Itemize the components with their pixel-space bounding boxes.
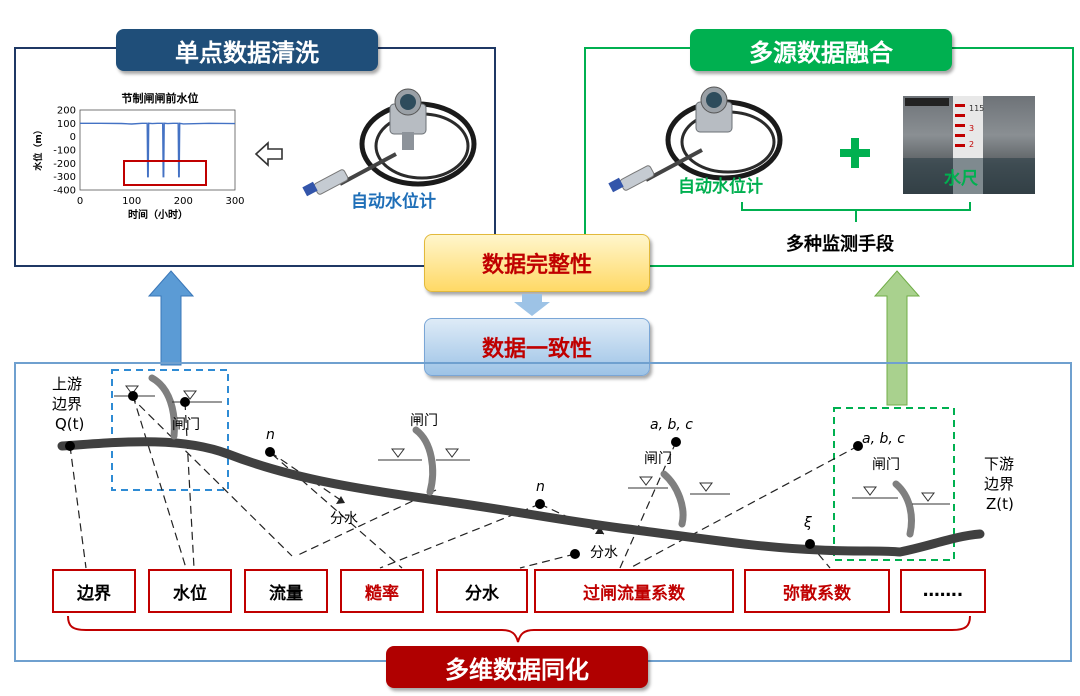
diversion-label-1: 分水 bbox=[330, 511, 358, 527]
category-ellipsis: ……. bbox=[900, 569, 986, 613]
assimilation-bracket bbox=[67, 615, 971, 643]
single-point-cleaning-title: 单点数据清洗 bbox=[116, 29, 378, 71]
gauge-number-3: 2 bbox=[969, 140, 975, 149]
monitoring-bracket bbox=[741, 202, 971, 222]
y-tick-label: -200 bbox=[53, 159, 76, 170]
river-channel bbox=[57, 437, 985, 557]
data-completeness-box: 数据完整性 bbox=[424, 234, 650, 292]
roughness-n-label-2: n bbox=[536, 479, 545, 495]
downstream-label-2: 边界 bbox=[984, 475, 1015, 493]
upstream-label-2: 边界 bbox=[52, 395, 83, 413]
gauge-number-2: 3 bbox=[969, 124, 975, 133]
downstream-label-3: Z(t) bbox=[986, 495, 1014, 513]
water-level-highlight-box bbox=[111, 369, 229, 491]
plot-frame bbox=[79, 109, 236, 191]
y-tick-label: 100 bbox=[57, 119, 76, 130]
y-tick-label: 0 bbox=[70, 132, 76, 143]
anomaly-highlight-box bbox=[123, 160, 207, 186]
category-dispersion-coefficient: 弥散系数 bbox=[744, 569, 890, 613]
gate-label-1: 闸门 bbox=[172, 417, 200, 433]
down-arrow-icon bbox=[514, 294, 550, 316]
gate-label-4: 闸门 bbox=[872, 457, 900, 473]
x-ticks: 0 100 200 300 bbox=[77, 196, 245, 207]
diversion-label-2: 分水 bbox=[590, 545, 618, 561]
abc-label-1: a, b, c bbox=[650, 417, 693, 433]
left-sensor-label: 自动水位计 bbox=[351, 192, 436, 212]
right-sensor-label: 自动水位计 bbox=[678, 177, 763, 197]
green-up-arrow-icon bbox=[874, 270, 920, 406]
gauge-number-1: 115 bbox=[969, 104, 985, 113]
category-gate-discharge-coefficient: 过闸流量系数 bbox=[534, 569, 734, 613]
y-tick-label: -100 bbox=[53, 146, 76, 157]
monitoring-methods-caption: 多种监测手段 bbox=[786, 234, 894, 255]
river-diagram bbox=[57, 369, 985, 569]
y-tick-label: 200 bbox=[57, 106, 76, 117]
multi-source-fusion-title: 多源数据融合 bbox=[690, 29, 952, 71]
data-consistency-box: 数据一致性 bbox=[424, 318, 650, 376]
fusion-sensor-image bbox=[608, 86, 783, 193]
y-tick-label: -300 bbox=[53, 172, 76, 183]
water-gauge-photo: 115 3 2 bbox=[903, 96, 1035, 194]
downstream-highlight-box bbox=[833, 407, 955, 561]
water-level-sensor-image bbox=[302, 88, 477, 197]
water-level-marks bbox=[114, 385, 950, 505]
left-arrow-icon bbox=[254, 141, 283, 167]
multidimensional-assimilation-title: 多维数据同化 bbox=[386, 646, 648, 688]
roughness-n-label-1: n bbox=[266, 427, 275, 443]
category-diversion: 分水 bbox=[436, 569, 528, 613]
abc-label-2: a, b, c bbox=[862, 431, 905, 447]
plus-icon bbox=[840, 138, 870, 168]
gate-label-2: 闸门 bbox=[410, 413, 438, 429]
observation-points bbox=[65, 391, 863, 559]
chart-title: 节制闸闸前水位 bbox=[122, 91, 199, 105]
category-discharge: 流量 bbox=[244, 569, 328, 613]
y-axis-label: 水位（m） bbox=[32, 125, 44, 170]
x-axis-label: 时间（小时） bbox=[128, 208, 188, 221]
category-water-level: 水位 bbox=[148, 569, 232, 613]
water-level-chart: 节制闸闸前水位 200 100 0 -100 -200 -300 -400 0 100 200 3… bbox=[32, 91, 245, 221]
dispersion-xi-label: ξ bbox=[804, 515, 812, 531]
water-level-series bbox=[80, 122, 236, 178]
gates bbox=[148, 374, 915, 538]
x-tick-label: 200 bbox=[174, 196, 193, 207]
downstream-label-1: 下游 bbox=[984, 455, 1015, 473]
upstream-label-1: 上游 bbox=[52, 375, 83, 393]
x-tick-label: 300 bbox=[225, 196, 244, 207]
ruler-label: 水尺 bbox=[944, 169, 978, 189]
category-boundary: 边界 bbox=[52, 569, 136, 613]
x-tick-label: 100 bbox=[122, 196, 141, 207]
blue-up-arrow-icon bbox=[148, 270, 194, 366]
y-ticks: 200 100 0 -100 -200 -300 -400 bbox=[53, 106, 76, 197]
y-tick-label: -400 bbox=[53, 186, 76, 197]
gate-label-3: 闸门 bbox=[644, 451, 672, 467]
category-roughness: 糙率 bbox=[340, 569, 424, 613]
x-tick-label: 0 bbox=[77, 196, 83, 207]
upstream-label-3: Q(t) bbox=[55, 415, 85, 433]
